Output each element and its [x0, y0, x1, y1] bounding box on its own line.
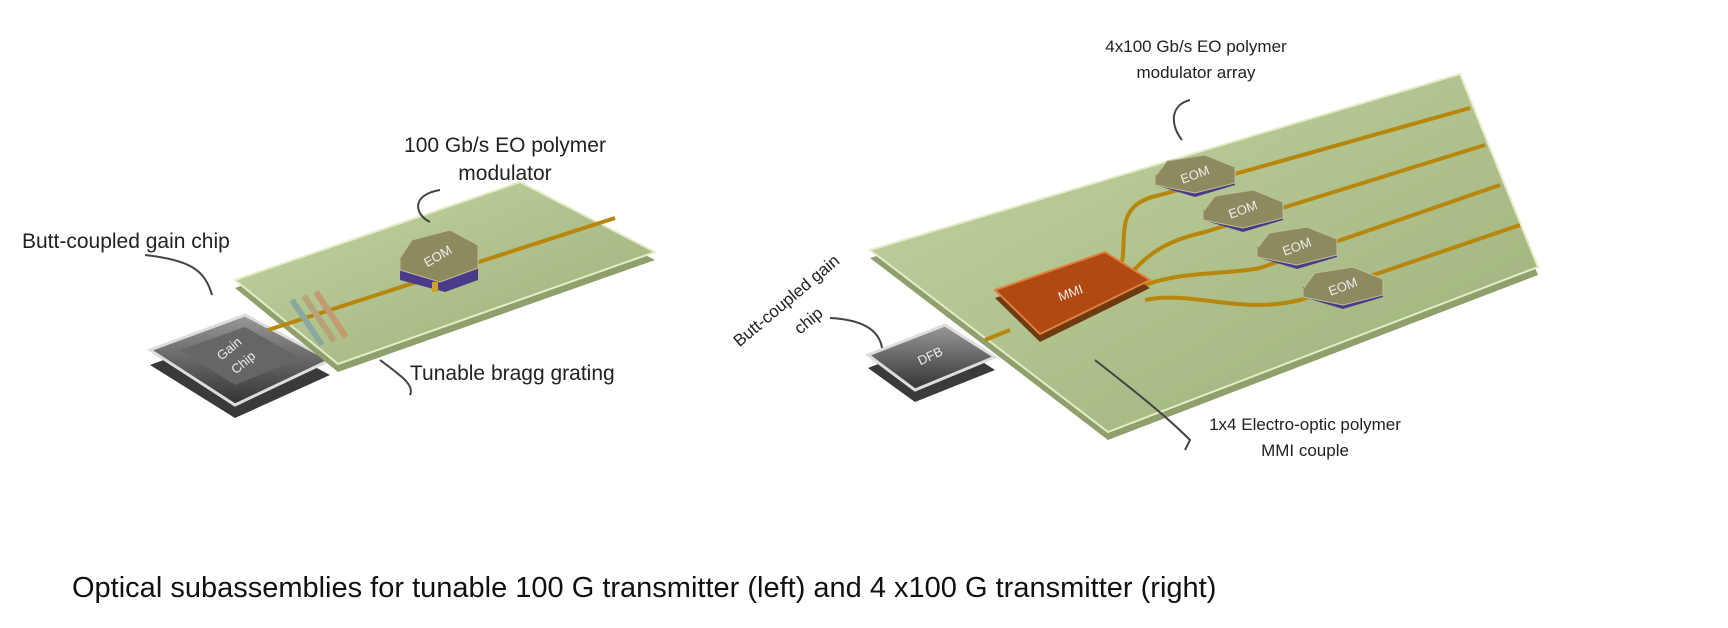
eom-2: EOM	[1202, 189, 1284, 232]
left-board: EOM	[232, 180, 658, 372]
array-label-2: modulator array	[1136, 63, 1256, 82]
modulator-label: 100 Gb/s EO polymer	[404, 134, 606, 157]
modulator-pointer	[417, 189, 441, 223]
dfb-chip: DFB	[864, 323, 999, 402]
right-assembly: DFB MMI EOM	[730, 37, 1540, 460]
array-label: 4x100 Gb/s EO polymer	[1105, 37, 1287, 56]
mmi-block: MMI	[993, 250, 1153, 342]
mmi-label-2: MMI couple	[1261, 441, 1349, 460]
mmi-label: 1x4 Electro-optic polymer	[1209, 415, 1401, 434]
mmi-pointer	[1094, 359, 1192, 451]
left-assembly: Gain Chip EOM Butt-coupled gain chip 100…	[22, 134, 658, 418]
eom-hexagon: EOM	[399, 229, 479, 292]
right-gain-chip-label-2: chip	[790, 303, 826, 338]
right-gain-chip-pointer	[829, 317, 883, 349]
grating-pointer	[379, 359, 412, 396]
eom-3: EOM	[1256, 226, 1338, 269]
array-pointer	[1172, 99, 1191, 141]
grating-label: Tunable bragg grating	[410, 362, 615, 385]
eom-1: EOM	[1154, 154, 1236, 197]
gain-chip-pointer	[144, 254, 213, 296]
bragg-grating	[289, 290, 349, 347]
gain-chip-label: Butt-coupled gain chip	[22, 230, 230, 253]
right-board: MMI EOM EOM EOM EOM	[867, 72, 1540, 440]
right-gain-chip-label: Butt-coupled gain	[730, 251, 844, 351]
eom-4: EOM	[1302, 266, 1384, 309]
modulator-label-2: modulator	[458, 162, 551, 185]
left-gain-chip: Gain Chip	[146, 313, 334, 418]
figure-caption: Optical subassemblies for tunable 100 G …	[72, 572, 1217, 604]
